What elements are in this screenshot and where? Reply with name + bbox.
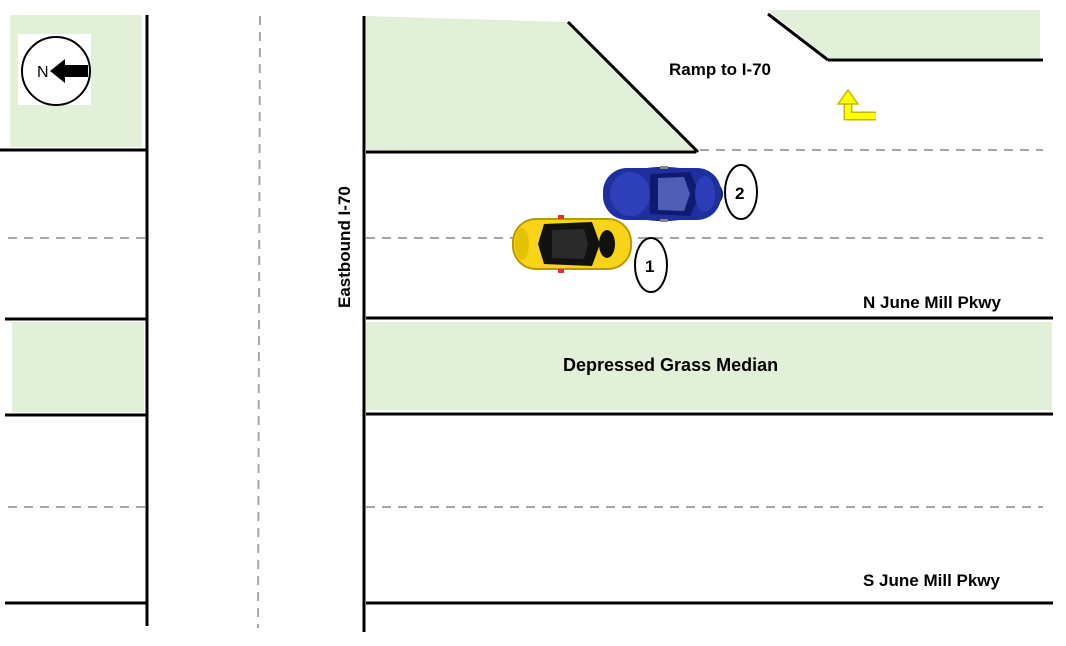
vehicle-1-number: 1 [645, 257, 654, 276]
i70-center-lane-line [257, 15, 261, 629]
grass-depressed-median [366, 322, 1052, 410]
vehicle-2-number: 2 [735, 184, 744, 203]
car-icon [603, 166, 723, 222]
n-june-mill-label: N June Mill Pkwy [863, 293, 1001, 312]
grass-top-right [768, 10, 1040, 58]
grass-left-median [12, 322, 144, 412]
ramp-label: Ramp to I-70 [669, 60, 771, 79]
vehicle-2-number-oval [724, 164, 758, 220]
median-label: Depressed Grass Median [563, 355, 778, 375]
eastbound-i70-label: Eastbound I-70 [335, 186, 354, 308]
grass-areas [10, 10, 1052, 412]
ramp-diagonal-edge [566, 20, 700, 154]
road-edges [0, 12, 1053, 632]
turn-arrow-icon [836, 88, 876, 121]
north-arrow-icon [50, 59, 88, 83]
vehicle-1-number-oval [634, 237, 668, 293]
vehicle-2: 2 [603, 164, 758, 222]
grass-ramp-gore [366, 16, 696, 150]
ramp-right-diagonal [767, 12, 829, 62]
s-june-mill-label: S June Mill Pkwy [863, 571, 1001, 590]
vehicle-1: 1 [512, 215, 668, 293]
north-compass: N [18, 34, 91, 106]
car-icon [512, 215, 632, 273]
lane-lines [8, 15, 1043, 629]
compass-letter: N [37, 64, 49, 81]
